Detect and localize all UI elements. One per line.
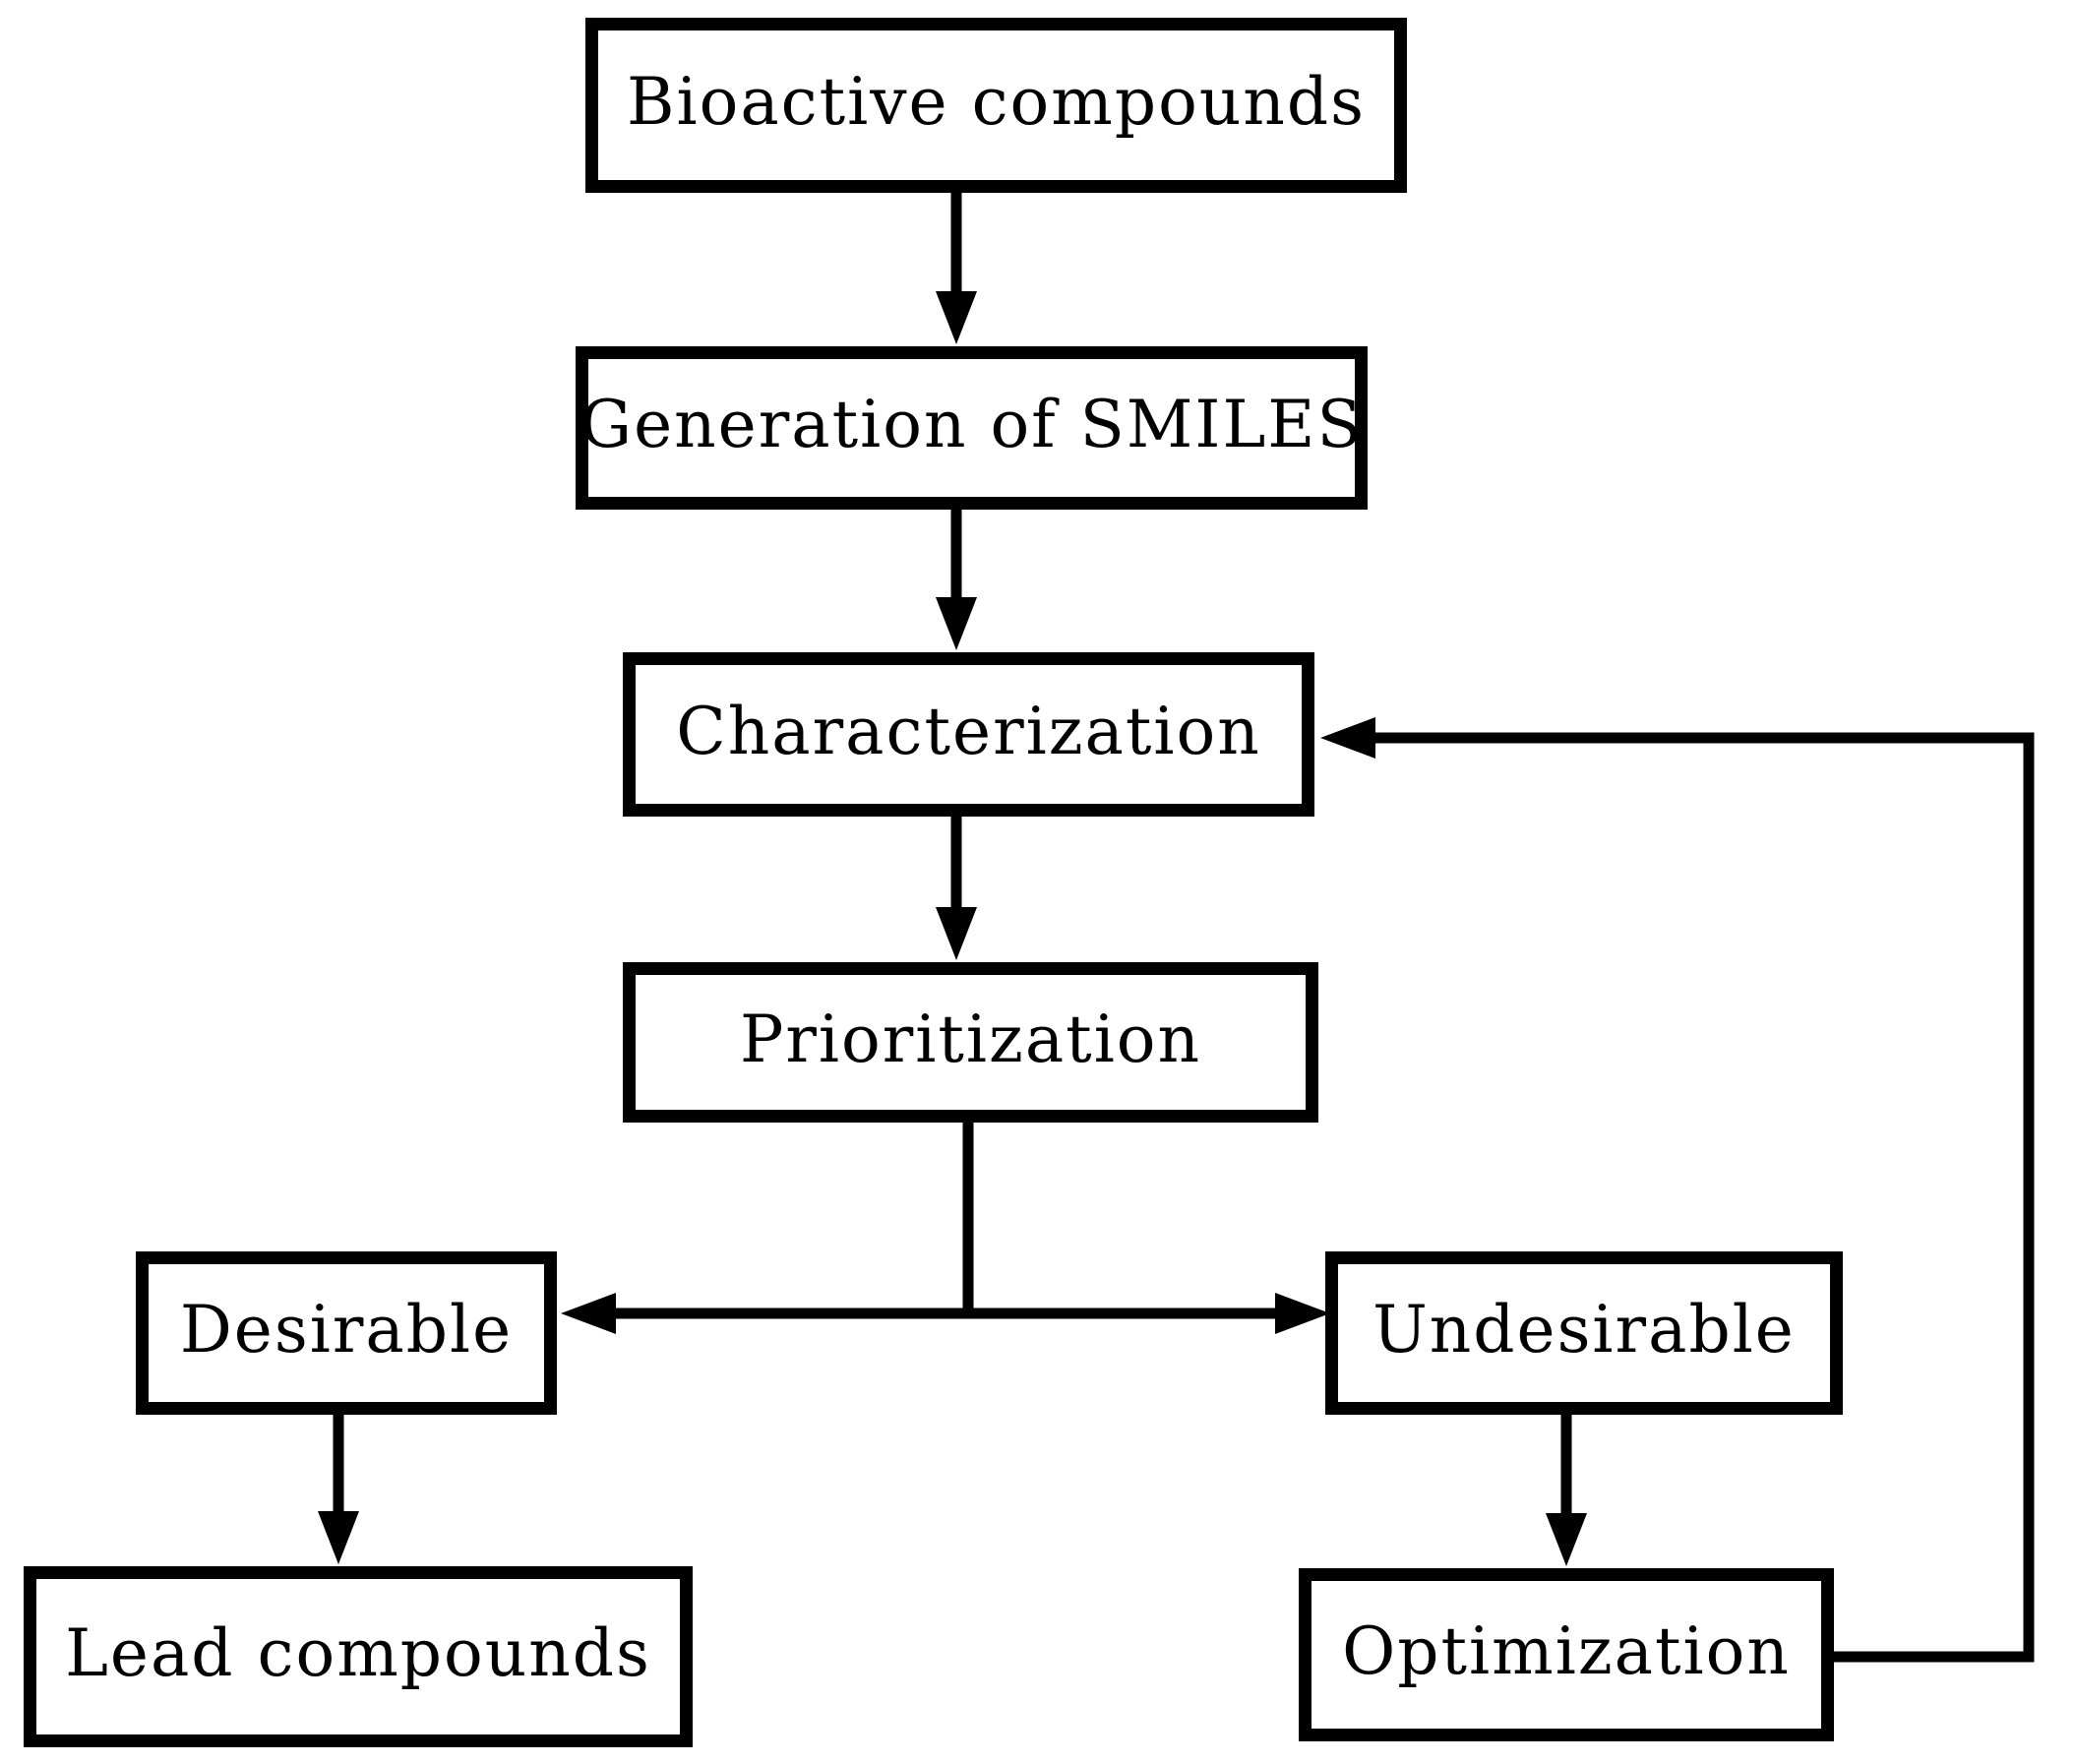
arrow-desirable-to-lead: [318, 1409, 359, 1564]
node-generation-of-smiles: Generation of SMILES: [576, 346, 1368, 510]
node-desirable: Desirable: [136, 1251, 557, 1415]
arrow-smiles-to-characterization: [936, 504, 977, 650]
node-prioritization-label: Prioritization: [739, 1001, 1202, 1077]
node-undesirable-label: Undesirable: [1372, 1292, 1796, 1368]
arrow-optimization-feedback-to-characterization: [1320, 717, 2035, 1663]
node-undesirable: Undesirable: [1325, 1251, 1843, 1415]
node-lead-compounds: Lead compounds: [24, 1566, 693, 1747]
node-optimization-label: Optimization: [1342, 1613, 1791, 1689]
node-characterization-label: Characterization: [676, 693, 1261, 769]
node-characterization: Characterization: [623, 652, 1314, 817]
arrow-bioactive-to-smiles: [936, 187, 977, 344]
node-generation-of-smiles-label: Generation of SMILES: [580, 387, 1364, 462]
arrow-characterization-to-prioritization: [936, 811, 977, 960]
node-bioactive-compounds: Bioactive compounds: [585, 18, 1407, 193]
node-desirable-label: Desirable: [179, 1292, 514, 1368]
arrow-split-desirable-undesirable: [561, 1293, 1330, 1334]
arrow-undesirable-to-optimization: [1546, 1409, 1587, 1566]
node-optimization: Optimization: [1299, 1568, 1834, 1741]
node-prioritization: Prioritization: [623, 962, 1318, 1123]
node-bioactive-compounds-label: Bioactive compounds: [626, 64, 1366, 140]
node-lead-compounds-label: Lead compounds: [65, 1615, 651, 1691]
